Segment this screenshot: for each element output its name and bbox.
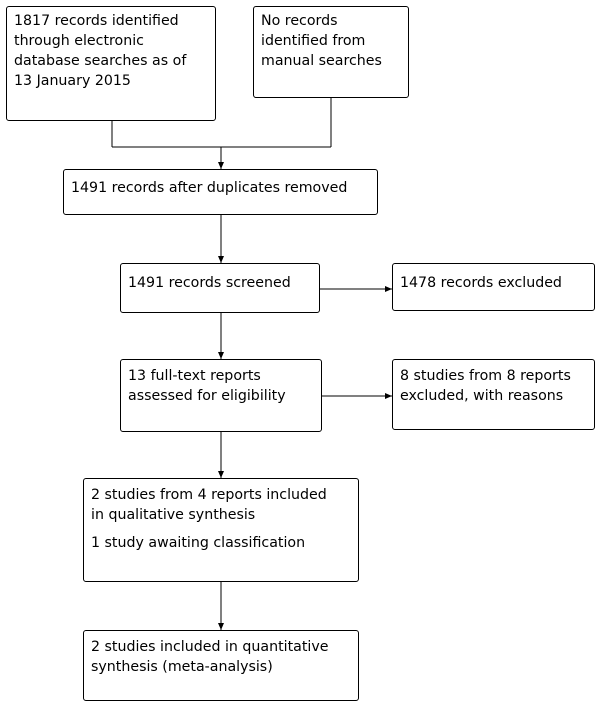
box-records-identified-manual: No records identified from manual search…: [253, 6, 409, 98]
box-line: 1491 records screened: [128, 275, 291, 291]
box-line: 2 studies from 4 reports included: [91, 487, 327, 503]
box-line: database searches as of: [14, 53, 187, 69]
box-line: 1478 records excluded: [400, 275, 562, 291]
box-line: 1491 records after duplicates removed: [71, 180, 348, 196]
box-line: through electronic: [14, 33, 144, 49]
box-line: assessed for eligibility: [128, 388, 286, 404]
box-records-identified-database: 1817 records identified through electron…: [6, 6, 216, 121]
box-fulltext-assessed: 13 full-text reports assessed for eligib…: [120, 359, 322, 432]
box-qualitative-synthesis: 2 studies from 4 reports included in qua…: [83, 478, 359, 582]
box-line: 13 full-text reports: [128, 368, 261, 384]
box-line: 2 studies included in quantitative: [91, 639, 329, 655]
box-records-screened: 1491 records screened: [120, 263, 320, 313]
box-line: manual searches: [261, 53, 382, 69]
box-quantitative-synthesis: 2 studies included in quantitative synth…: [83, 630, 359, 701]
box-line-awaiting-classification: 1 study awaiting classification: [91, 535, 306, 551]
box-line: excluded, with reasons: [400, 388, 564, 404]
box-records-after-duplicates-removed: 1491 records after duplicates removed: [63, 169, 378, 215]
box-records-excluded: 1478 records excluded: [392, 263, 595, 311]
box-line: 13 January 2015: [14, 73, 131, 89]
box-line: synthesis (meta-analysis): [91, 659, 273, 675]
box-line: 8 studies from 8 reports: [400, 368, 571, 384]
box-fulltext-excluded: 8 studies from 8 reports excluded, with …: [392, 359, 595, 430]
box-line: in qualitative synthesis: [91, 507, 256, 523]
box-line: 1817 records identified: [14, 13, 179, 29]
box-line: identified from: [261, 33, 366, 49]
box-line: No records: [261, 13, 338, 29]
